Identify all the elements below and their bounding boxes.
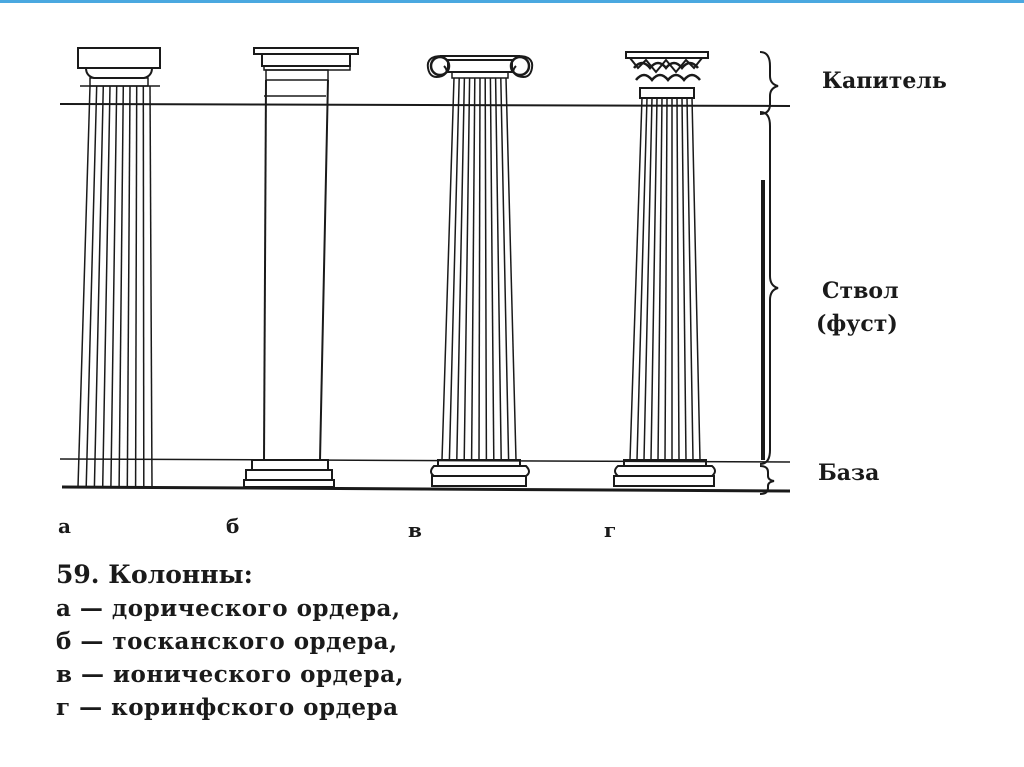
caption-item-v: в — ионического ордера, bbox=[56, 661, 405, 688]
base-label: База bbox=[818, 460, 880, 486]
figure-caption: 59. Колонны: а — дорического ордера, б —… bbox=[56, 558, 404, 724]
column-flute bbox=[505, 77, 517, 461]
column-flute bbox=[126, 85, 131, 488]
top-accent-rule bbox=[0, 0, 1024, 3]
column-flute bbox=[441, 77, 455, 461]
shaft-brace bbox=[759, 111, 779, 465]
column-flute bbox=[463, 77, 471, 461]
column-flute bbox=[494, 77, 502, 461]
shaft-label-alt: (фуст) bbox=[816, 311, 898, 337]
ionic-column bbox=[426, 55, 534, 487]
column-flute bbox=[149, 85, 153, 488]
column-flute bbox=[636, 97, 648, 461]
column-flute bbox=[118, 85, 125, 488]
column-flute bbox=[142, 85, 145, 488]
tuscan-column bbox=[243, 47, 359, 488]
corinthian-column bbox=[613, 51, 716, 487]
column-flute bbox=[85, 85, 98, 488]
column-flute bbox=[456, 77, 466, 461]
caption-number: 59. bbox=[56, 560, 100, 589]
column-flute bbox=[691, 97, 701, 461]
column-flute bbox=[676, 97, 680, 461]
column-flute bbox=[470, 77, 476, 461]
base-brace bbox=[759, 465, 775, 495]
column-flute bbox=[489, 77, 495, 461]
base-top-line bbox=[59, 458, 791, 463]
column-flute bbox=[643, 97, 653, 461]
column-flute bbox=[664, 97, 668, 461]
column-flute bbox=[101, 85, 111, 488]
column-flute bbox=[77, 85, 91, 488]
column-flute bbox=[134, 85, 138, 488]
caption-item-b: б — тосканского ордера, bbox=[56, 628, 398, 655]
column-flute bbox=[484, 77, 488, 461]
column-letter-v: в bbox=[408, 518, 422, 542]
capital-brace bbox=[759, 51, 779, 115]
column-flute bbox=[448, 77, 460, 461]
column-flute bbox=[657, 97, 663, 461]
column-flute bbox=[93, 85, 105, 488]
column-letter-g: г bbox=[604, 518, 617, 542]
column-flute bbox=[500, 77, 510, 461]
caption-item-a: а — дорического ордера, bbox=[56, 595, 401, 622]
caption-item-g: г — коринфского ордера bbox=[56, 694, 399, 721]
column-flute bbox=[478, 77, 481, 461]
caption-title-text: Колонны: bbox=[108, 560, 253, 589]
doric-column bbox=[77, 47, 161, 488]
ground-line bbox=[61, 485, 791, 493]
column-letter-b: б bbox=[226, 514, 240, 538]
column-flute bbox=[110, 85, 118, 488]
capital-label: Капитель bbox=[822, 68, 947, 94]
column-flute bbox=[686, 97, 694, 461]
shaft-label: Ствол bbox=[822, 278, 899, 304]
column-flute bbox=[681, 97, 687, 461]
column-flute bbox=[650, 97, 658, 461]
column-letter-a: а bbox=[58, 514, 71, 538]
caption-title: 59. Колонны: bbox=[56, 558, 404, 592]
column-flute bbox=[629, 97, 643, 461]
capital-line bbox=[59, 103, 791, 107]
